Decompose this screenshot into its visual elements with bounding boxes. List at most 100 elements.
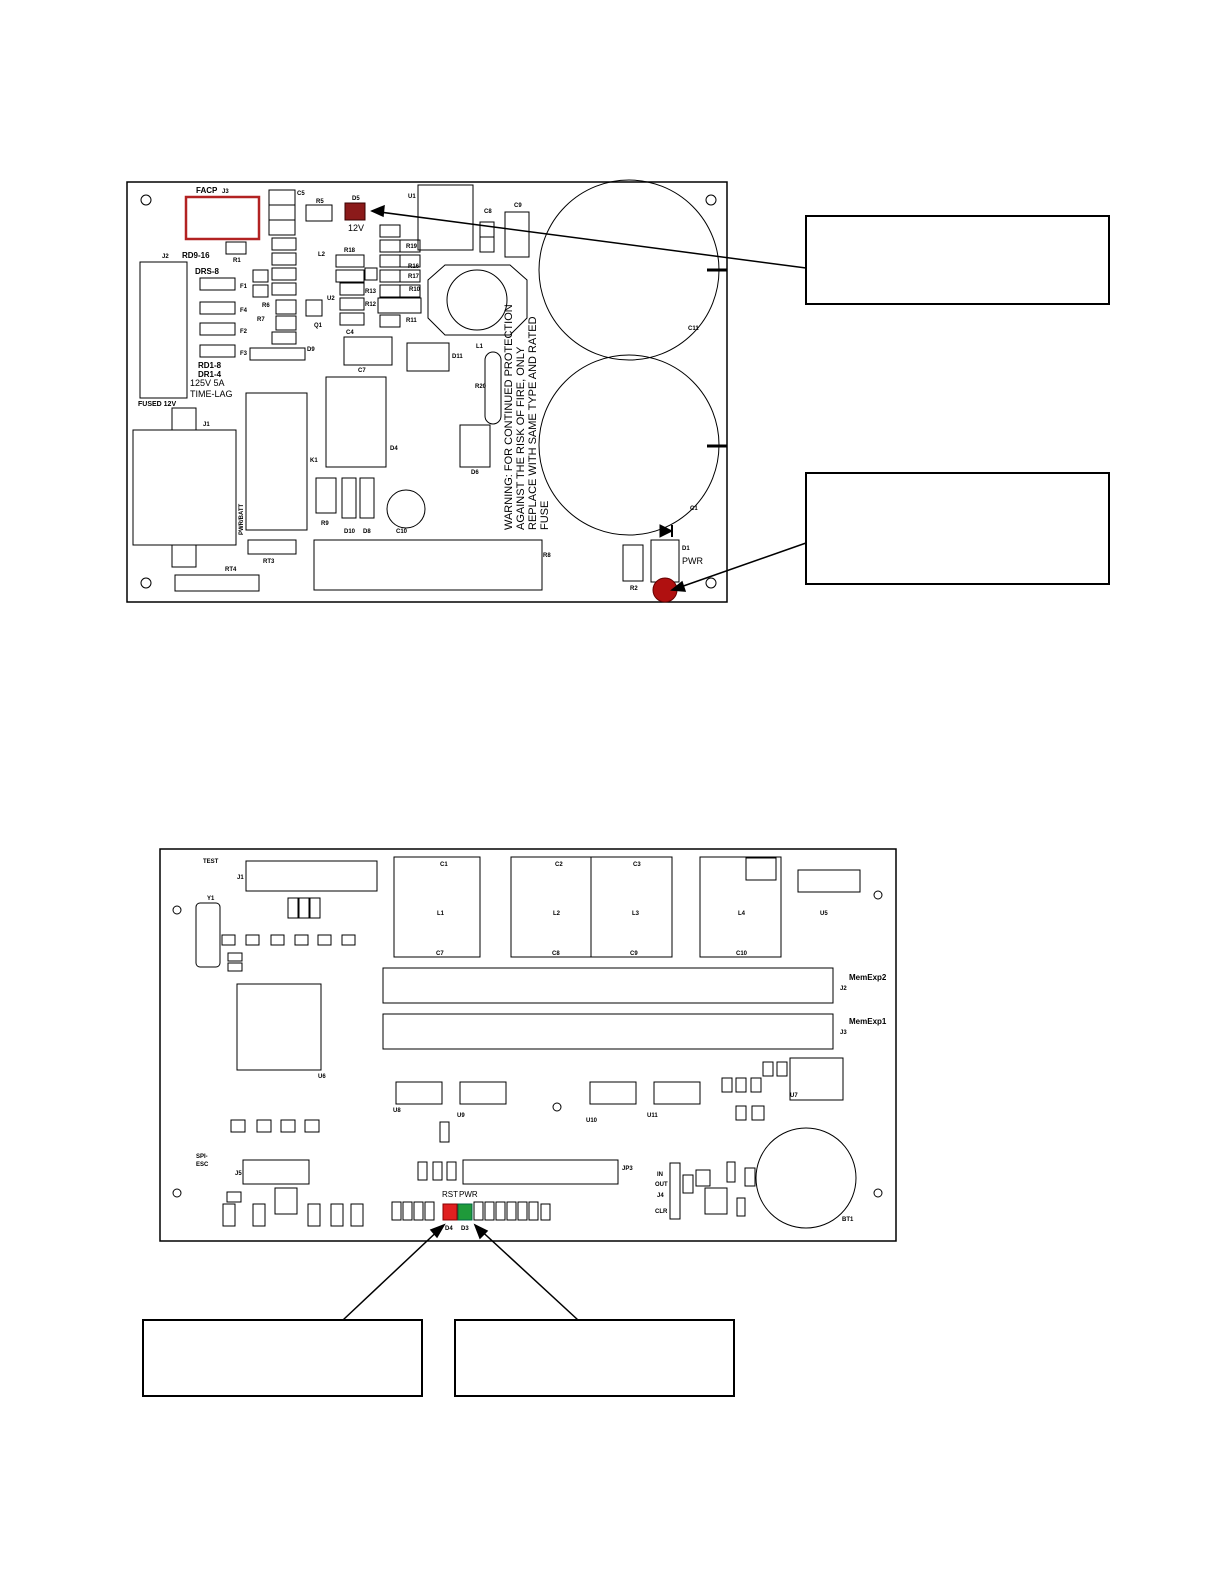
svg-text:D11: D11 bbox=[452, 354, 463, 360]
ic-u9 bbox=[459, 1081, 507, 1105]
svg-text:J1: J1 bbox=[237, 875, 244, 881]
component-r8 bbox=[313, 539, 543, 591]
svg-text:L4: L4 bbox=[738, 911, 746, 917]
memexp1-header bbox=[382, 1013, 834, 1050]
svg-text:D8: D8 bbox=[363, 529, 371, 535]
svg-text:OUT: OUT bbox=[655, 1182, 668, 1188]
svg-text:C3: C3 bbox=[633, 862, 641, 868]
svg-text:DRS-8: DRS-8 bbox=[195, 267, 220, 276]
svg-text:D6: D6 bbox=[471, 470, 479, 476]
inductor-module-l4 bbox=[699, 856, 782, 958]
svg-text:L1: L1 bbox=[476, 344, 484, 350]
ic-u10 bbox=[589, 1081, 637, 1105]
label-fused-12v: FUSED 12V bbox=[138, 401, 176, 408]
fuse-f3 bbox=[199, 344, 236, 358]
svg-text:Q1: Q1 bbox=[314, 323, 323, 329]
svg-text:C8: C8 bbox=[484, 209, 492, 215]
crystal-y1 bbox=[195, 902, 221, 968]
svg-text:U11: U11 bbox=[647, 1113, 658, 1119]
svg-text:J5: J5 bbox=[235, 1171, 242, 1177]
processor-chip bbox=[236, 983, 322, 1071]
svg-text:JP3: JP3 bbox=[622, 1166, 633, 1172]
svg-text:D10: D10 bbox=[344, 529, 356, 535]
component-r20 bbox=[484, 351, 502, 425]
svg-text:D9: D9 bbox=[307, 347, 315, 353]
mounting-hole bbox=[140, 194, 152, 206]
component-d11 bbox=[406, 342, 450, 372]
capacitor-c11 bbox=[538, 179, 720, 361]
ic-u11 bbox=[653, 1081, 701, 1105]
svg-text:D1: D1 bbox=[682, 546, 690, 552]
relay-k1 bbox=[245, 392, 308, 531]
svg-text:IN: IN bbox=[657, 1172, 663, 1178]
svg-text:U1: U1 bbox=[408, 194, 416, 200]
battery-bt1 bbox=[755, 1127, 857, 1229]
cpu-board bbox=[159, 848, 897, 1242]
label-d5-12v: 12V bbox=[348, 223, 364, 233]
svg-text:R8: R8 bbox=[543, 553, 551, 559]
svg-text:R2: R2 bbox=[630, 586, 638, 592]
svg-text:F1: F1 bbox=[240, 284, 248, 290]
svg-text:C10: C10 bbox=[396, 529, 408, 535]
svg-text:L2: L2 bbox=[318, 252, 326, 258]
svg-text:D3: D3 bbox=[461, 1226, 469, 1232]
svg-text:TEST: TEST bbox=[203, 859, 219, 865]
fuse-warning-line-3: REPLACE WITH SAME TYPE AND RATED bbox=[527, 316, 539, 530]
leader-line-d5 bbox=[371, 210, 807, 269]
svg-text:C11: C11 bbox=[688, 326, 699, 332]
svg-text:DR1-4: DR1-4 bbox=[198, 370, 222, 379]
svg-text:C8: C8 bbox=[552, 951, 560, 957]
mounting-hole bbox=[873, 1188, 883, 1198]
svg-text:R20: R20 bbox=[475, 384, 487, 390]
leader-line-pwr bbox=[474, 1224, 579, 1321]
component-j2 bbox=[139, 261, 188, 399]
leader-line-d1 bbox=[671, 542, 807, 591]
leader-line-rst bbox=[342, 1224, 445, 1321]
component-d4 bbox=[325, 376, 387, 468]
inductor-l1 bbox=[427, 264, 528, 336]
svg-text:C5: C5 bbox=[297, 191, 305, 197]
connector-j1 bbox=[132, 429, 237, 546]
svg-text:R16: R16 bbox=[408, 264, 420, 270]
fuse-warning-line-1: WARNING: FOR CONTINUED PROTECTION bbox=[503, 304, 515, 530]
header-jp3 bbox=[462, 1159, 619, 1185]
svg-text:J3: J3 bbox=[840, 1030, 847, 1036]
svg-text:R19: R19 bbox=[406, 244, 418, 250]
svg-text:J2: J2 bbox=[162, 254, 169, 260]
label-memexp1: MemExp1 bbox=[849, 1017, 887, 1026]
svg-text:F4: F4 bbox=[240, 308, 248, 314]
svg-text:C2: C2 bbox=[555, 862, 563, 868]
svg-text:R7: R7 bbox=[257, 317, 265, 323]
svg-text:R18: R18 bbox=[344, 248, 356, 254]
d5-12v-led bbox=[344, 202, 366, 221]
memexp2-header bbox=[382, 967, 834, 1004]
svg-text:J3: J3 bbox=[222, 189, 229, 195]
svg-text:D5: D5 bbox=[352, 196, 360, 202]
ic-u7 bbox=[789, 1057, 844, 1101]
svg-text:F3: F3 bbox=[240, 351, 248, 357]
fuse-f1 bbox=[199, 277, 236, 291]
component-r5 bbox=[305, 204, 333, 222]
svg-text:C1: C1 bbox=[440, 862, 448, 868]
svg-text:C1: C1 bbox=[690, 506, 698, 512]
svg-text:C4: C4 bbox=[346, 330, 354, 336]
svg-text:C7: C7 bbox=[436, 951, 444, 957]
label-d1-pwr: PWR bbox=[682, 556, 703, 566]
svg-text:U6: U6 bbox=[318, 1074, 326, 1080]
svg-text:R10: R10 bbox=[409, 287, 421, 293]
component-rt4 bbox=[174, 574, 260, 592]
fuse-f4 bbox=[199, 301, 236, 315]
svg-text:D4: D4 bbox=[390, 446, 398, 452]
component-c5 bbox=[268, 189, 296, 236]
power-board-leaders bbox=[370, 204, 807, 592]
mounting-hole bbox=[172, 1188, 182, 1198]
cpu-board-outline bbox=[159, 848, 897, 1242]
svg-text:R17: R17 bbox=[408, 274, 420, 280]
power-supply-board bbox=[126, 179, 728, 603]
svg-text:TIME-LAG: TIME-LAG bbox=[190, 389, 233, 399]
capacitor-c10 bbox=[386, 489, 426, 529]
callout-rst-led bbox=[142, 1319, 423, 1397]
fuse-warning-line-4: FUSE bbox=[539, 501, 551, 530]
svg-text:U5: U5 bbox=[820, 911, 828, 917]
